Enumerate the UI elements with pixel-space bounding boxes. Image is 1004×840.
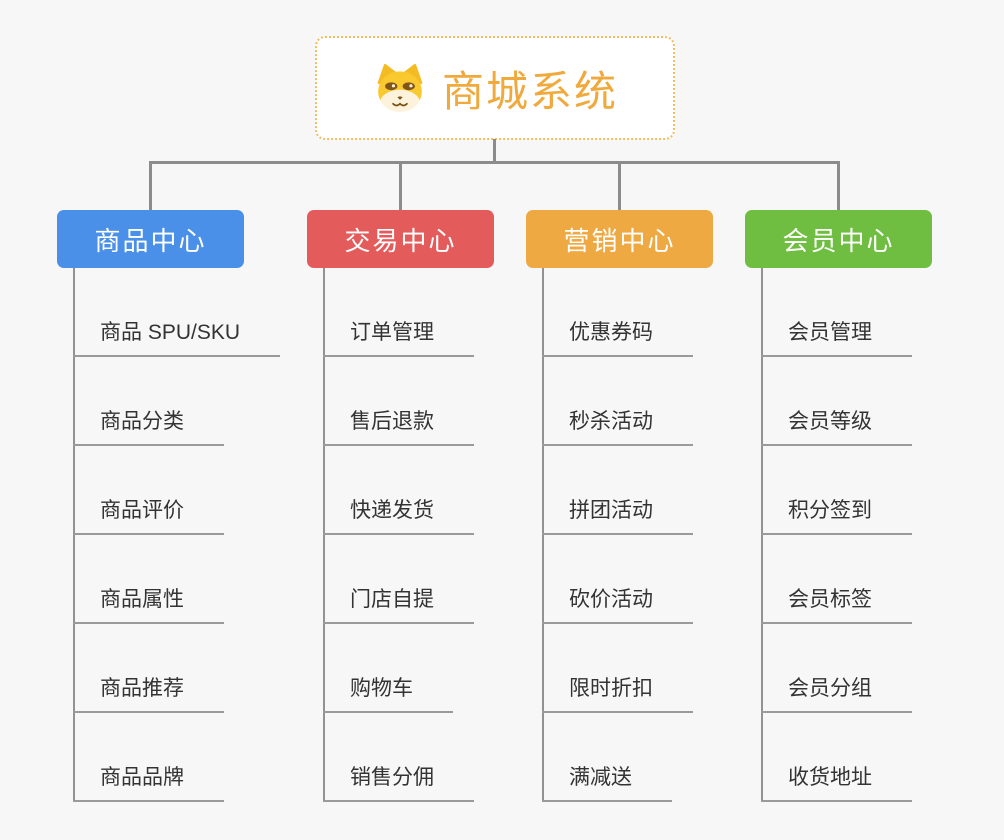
leaf-node[interactable]: 满减送	[542, 765, 672, 802]
root-title: 商城系统	[441, 67, 618, 115]
leaf-node[interactable]: 秒杀活动	[542, 409, 693, 446]
branch-node-product-center[interactable]: 商品中心	[57, 210, 244, 268]
leaf-node[interactable]: 商品 SPU/SKU	[73, 320, 281, 357]
leaf-node[interactable]: 商品分类	[73, 409, 224, 446]
leaf-node[interactable]: 会员标签	[761, 587, 912, 624]
leaf-node[interactable]: 积分签到	[761, 498, 912, 535]
root-node-mall-system[interactable]: 商城系统	[315, 36, 675, 140]
leaf-node[interactable]: 限时折扣	[542, 676, 693, 713]
leaf-node[interactable]: 商品推荐	[73, 676, 224, 713]
branch-node-member-center[interactable]: 会员中心	[745, 210, 932, 268]
branch-node-trade-center[interactable]: 交易中心	[307, 210, 494, 268]
connector-drop-trade	[399, 161, 402, 210]
leaf-node[interactable]: 砍价活动	[542, 587, 693, 624]
connector-drop-product	[149, 161, 152, 210]
leaf-node[interactable]: 商品评价	[73, 498, 224, 535]
leaf-node[interactable]: 优惠券码	[542, 320, 693, 357]
leaf-node[interactable]: 会员管理	[761, 320, 912, 357]
leaf-node[interactable]: 拼团活动	[542, 498, 693, 535]
leaf-node[interactable]: 快递发货	[323, 498, 474, 535]
leaf-node[interactable]: 订单管理	[323, 320, 474, 357]
dog-icon	[377, 63, 423, 112]
leaf-node[interactable]: 收货地址	[761, 765, 912, 802]
branch-node-marketing-center[interactable]: 营销中心	[526, 210, 713, 268]
leaf-node[interactable]: 会员等级	[761, 409, 912, 446]
leaf-node[interactable]: 销售分佣	[323, 765, 474, 802]
leaf-node[interactable]: 商品品牌	[73, 765, 224, 802]
connector-drop-marketing	[618, 161, 621, 210]
leaf-node[interactable]: 商品属性	[73, 587, 224, 624]
connector-root-stub	[493, 139, 496, 163]
leaf-node[interactable]: 购物车	[323, 676, 453, 713]
connector-rail	[149, 161, 840, 164]
leaf-node[interactable]: 门店自提	[323, 587, 474, 624]
leaf-node[interactable]: 售后退款	[323, 409, 474, 446]
connector-drop-member	[837, 161, 840, 210]
leaf-node[interactable]: 会员分组	[761, 676, 912, 713]
